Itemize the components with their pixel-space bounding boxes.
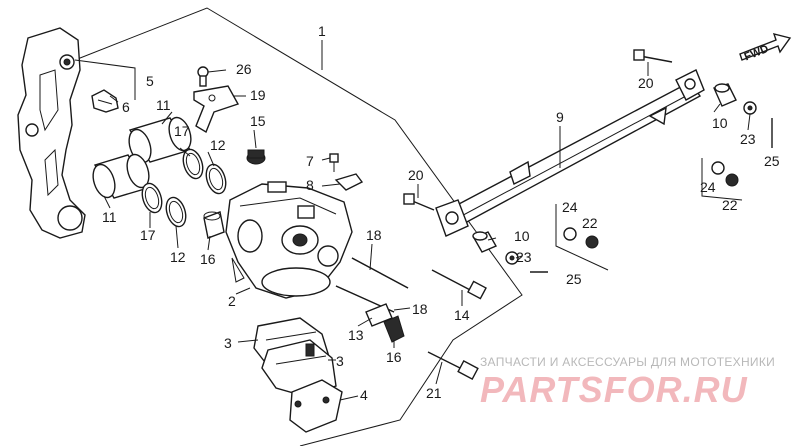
- label-16-upper: 16: [200, 251, 216, 267]
- caliper-body-2: [225, 181, 353, 299]
- dust-seal-17-upper: [182, 148, 204, 180]
- label-15: 15: [250, 113, 266, 129]
- pad-retainer-19: [193, 85, 240, 134]
- label-10-lower: 10: [514, 228, 530, 244]
- collar-10-lower: [472, 231, 497, 253]
- watermark-brand: PARTSFOR.RU: [480, 369, 748, 410]
- bleeder-cap-15: [246, 149, 266, 165]
- label-12-lower: 12: [170, 249, 186, 265]
- washer-24-lower: [563, 227, 577, 241]
- dust-seal-17-lower: [141, 182, 163, 214]
- label-7: 7: [306, 153, 314, 169]
- label-22-right: 22: [722, 197, 738, 213]
- nut-22-lower: [585, 235, 599, 249]
- collar-10-upper: [713, 83, 737, 107]
- fwd-arrow-icon: [739, 33, 792, 61]
- label-5: 5: [146, 73, 154, 89]
- piston-seal-12-upper: [205, 163, 227, 195]
- label-26: 26: [236, 61, 252, 77]
- boot-16-lower: [383, 315, 405, 343]
- bleed-bolt-26: [197, 66, 209, 87]
- boot-16-upper: [203, 211, 225, 239]
- label-2: 2: [228, 293, 236, 309]
- bolt-20-upper: [633, 49, 673, 63]
- label-24-right: 24: [700, 179, 716, 195]
- piston-seal-12-lower: [165, 196, 187, 228]
- screw-7: [329, 153, 339, 172]
- leader-lines: [74, 40, 751, 401]
- group-bracket-lower: [555, 204, 609, 271]
- label-4: 4: [360, 387, 368, 403]
- label-10-upper: 10: [712, 115, 728, 131]
- assembly-outline: [74, 7, 523, 446]
- label-23-upper: 23: [740, 131, 756, 147]
- nut-22-right: [725, 173, 739, 187]
- label-25-lower: 25: [566, 271, 582, 287]
- bolt-20-lower: [403, 193, 435, 211]
- label-18-lower: 18: [412, 301, 428, 317]
- label-11-upper: 11: [156, 97, 171, 113]
- label-19: 19: [250, 87, 266, 103]
- piston-11-upper: [128, 116, 192, 164]
- label-6: 6: [122, 99, 130, 115]
- pin-18-upper: [351, 257, 409, 289]
- label-23-lower: 23: [516, 249, 532, 265]
- clip-8: [334, 173, 364, 191]
- label-8: 8: [306, 177, 314, 193]
- nut-23-upper: [743, 101, 757, 115]
- label-1: 1: [318, 23, 326, 39]
- watermark-subtitle: ЗАПЧАСТИ И АКСЕССУАРЫ ДЛЯ МОТОТЕХНИКИ: [480, 355, 775, 369]
- label-11-lower: 11: [102, 209, 117, 225]
- sleeve-13: [365, 303, 393, 327]
- label-20-lower: 20: [408, 167, 424, 183]
- nut-23-lower: [505, 251, 519, 265]
- label-17-lower: 17: [140, 227, 156, 243]
- label-24-lower: 24: [562, 199, 578, 215]
- pad-spring-6: [91, 89, 119, 113]
- label-22-lower: 22: [582, 215, 598, 231]
- caliper-bracket: [17, 27, 86, 239]
- washer-24-right: [711, 161, 725, 175]
- label-9: 9: [556, 109, 564, 125]
- label-18-upper: 18: [366, 227, 382, 243]
- fwd-label: FWD: [743, 43, 771, 64]
- label-3-rear: 3: [224, 335, 232, 351]
- label-12-upper: 12: [210, 137, 226, 153]
- group-bracket-right: [701, 158, 743, 201]
- bolt-21: [427, 351, 479, 381]
- torque-rod-9: [435, 69, 705, 237]
- label-16-lower: 16: [386, 349, 402, 365]
- piston-11-lower: [92, 153, 150, 199]
- label-3-front: 3: [336, 353, 344, 369]
- label-13: 13: [348, 327, 364, 343]
- label-25-right: 25: [764, 153, 780, 169]
- label-21: 21: [426, 385, 442, 401]
- label-20-upper: 20: [638, 75, 654, 91]
- label-14: 14: [454, 307, 470, 323]
- bolt-14: [431, 269, 487, 300]
- label-17-upper: 17: [174, 123, 190, 139]
- pad-shim-4: [289, 379, 343, 433]
